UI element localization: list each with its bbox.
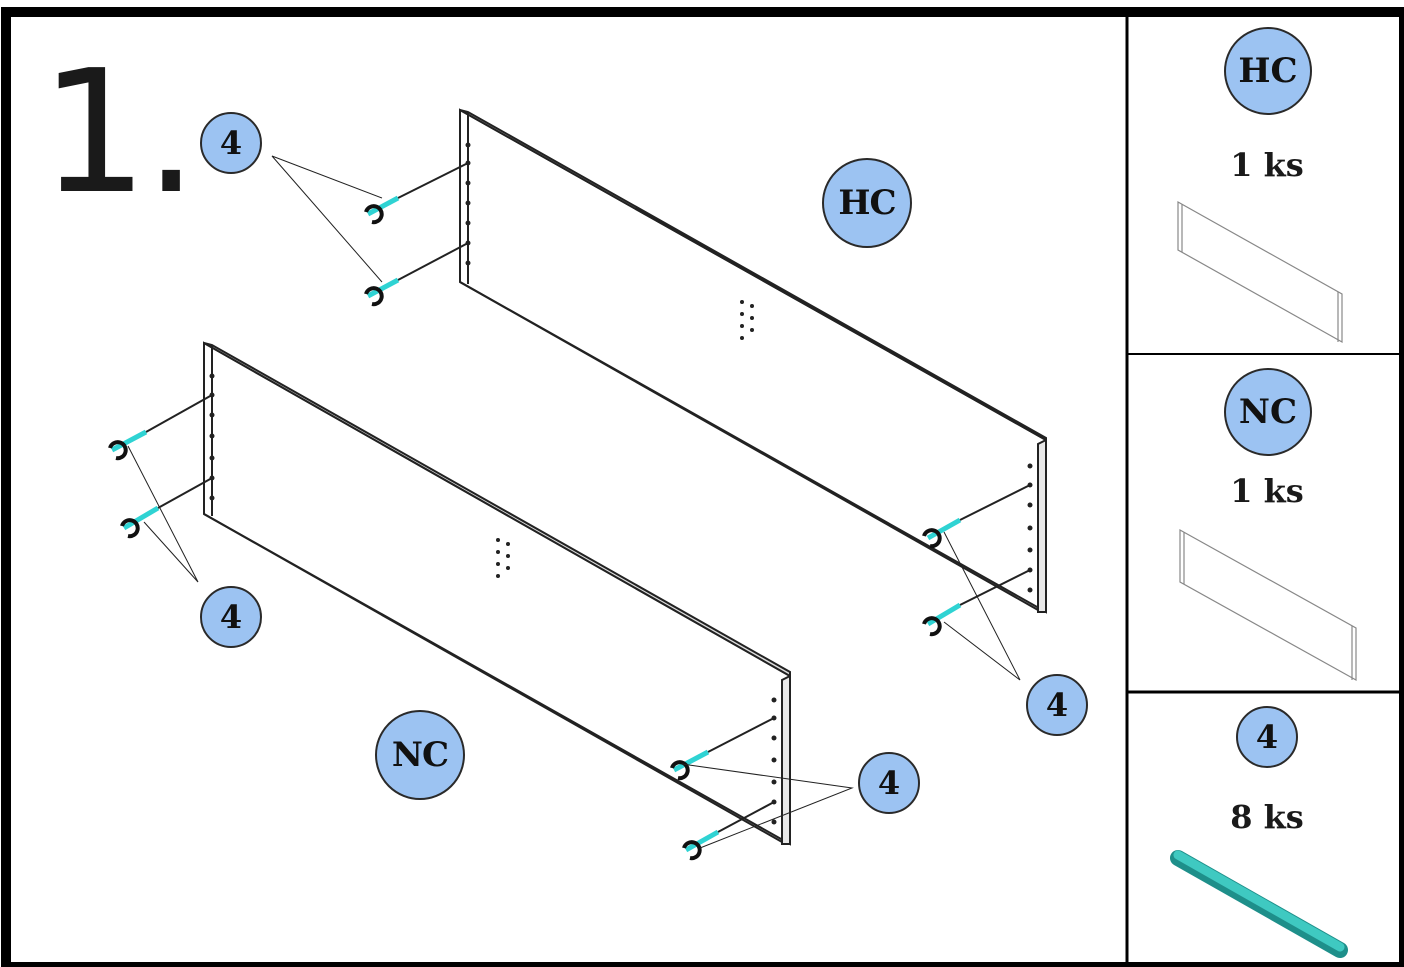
panel-nc-label: NC <box>375 710 465 800</box>
thumb-hc <box>1177 200 1343 344</box>
dowel-callout: 4 <box>200 586 262 648</box>
thumb-nc <box>1179 528 1357 682</box>
dowel-ends <box>108 204 942 861</box>
callout-leaders <box>127 155 1021 849</box>
panel-hc-label: HC <box>822 158 912 248</box>
dowel-callout: 4 <box>1026 674 1088 736</box>
dowel-callout: 4 <box>858 752 920 814</box>
step-number: 1. <box>40 34 198 232</box>
hc-panel <box>459 108 1047 614</box>
part-hc-quantity: 1 ks <box>1230 146 1304 184</box>
part-nc-quantity: 1 ks <box>1230 472 1304 510</box>
part-hc-label: HC <box>1224 27 1312 115</box>
dowels <box>110 162 1031 853</box>
thumb-dowel <box>1170 850 1348 958</box>
dowel-callout: 4 <box>200 112 262 174</box>
nc-panel <box>203 341 791 846</box>
frame-border <box>1 7 1404 967</box>
part-dowel-quantity: 8 ks <box>1230 798 1304 836</box>
part-nc-label: NC <box>1224 368 1312 456</box>
part-dowel-label: 4 <box>1236 706 1298 768</box>
